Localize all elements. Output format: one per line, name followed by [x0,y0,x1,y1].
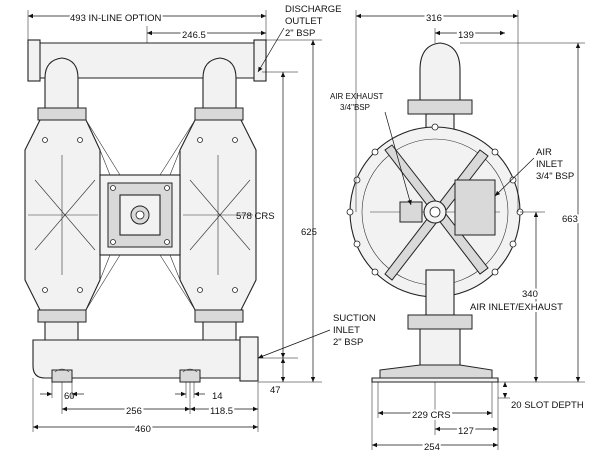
callout-discharge-1: DISCHARGE [285,4,341,15]
dim-overall-height: 625 [301,227,317,238]
dim-base-height: 47 [270,385,281,396]
callout-suction-3: 2" BSP [333,337,363,348]
callout-exhaust-1: AIR EXHAUST [330,92,383,101]
callout-exhaust-2: 3/4"BSP [340,103,370,112]
front-view-labels: 493 IN-LINE OPTION 246.5 578 CRS 625 47 … [64,4,376,437]
callout-air-inlet-1: AIR [536,147,552,158]
side-view-labels: 316 139 663 340 AIR INLET/EXHAUST 229 CR… [330,11,584,451]
dim-top-offset: 139 [458,30,474,41]
side-view-dimensions [355,10,585,450]
front-view-dimensions [27,10,331,432]
dim-base-half: 127 [458,426,474,437]
dim-foot-spacing: 256 [126,406,142,417]
dim-side-overall-height: 663 [562,214,578,225]
dim-half-inline: 246.5 [182,30,206,41]
dim-foot-width: 60 [64,391,75,402]
callout-suction-2: INLET [333,325,360,336]
dim-top-width: 316 [426,13,442,24]
dim-base-centers: 229 CRS [412,410,451,421]
dim-centers: 578 CRS [236,211,275,222]
dim-overall-width: 460 [135,424,151,435]
dim-air-height: 340 [522,289,538,300]
dim-inline-option: 493 IN-LINE OPTION [70,13,161,24]
dim-air-height-label: AIR INLET/EXHAUST [470,302,563,313]
callout-discharge-3: 2" BSP [285,28,315,39]
dim-foot-offset: 118.5 [210,406,233,417]
front-view-pump [24,39,267,383]
dim-base-width: 254 [424,442,440,451]
dim-slot-depth: 20 SLOT DEPTH [511,400,584,411]
callout-air-inlet-2: INLET [536,159,563,170]
side-view-pump [346,42,524,383]
callout-discharge-2: OUTLET [285,16,323,27]
dim-foot-slot: 14 [212,391,223,402]
callout-air-inlet-3: 3/4" BSP [536,171,574,182]
callout-suction-1: SUCTION [333,313,376,324]
